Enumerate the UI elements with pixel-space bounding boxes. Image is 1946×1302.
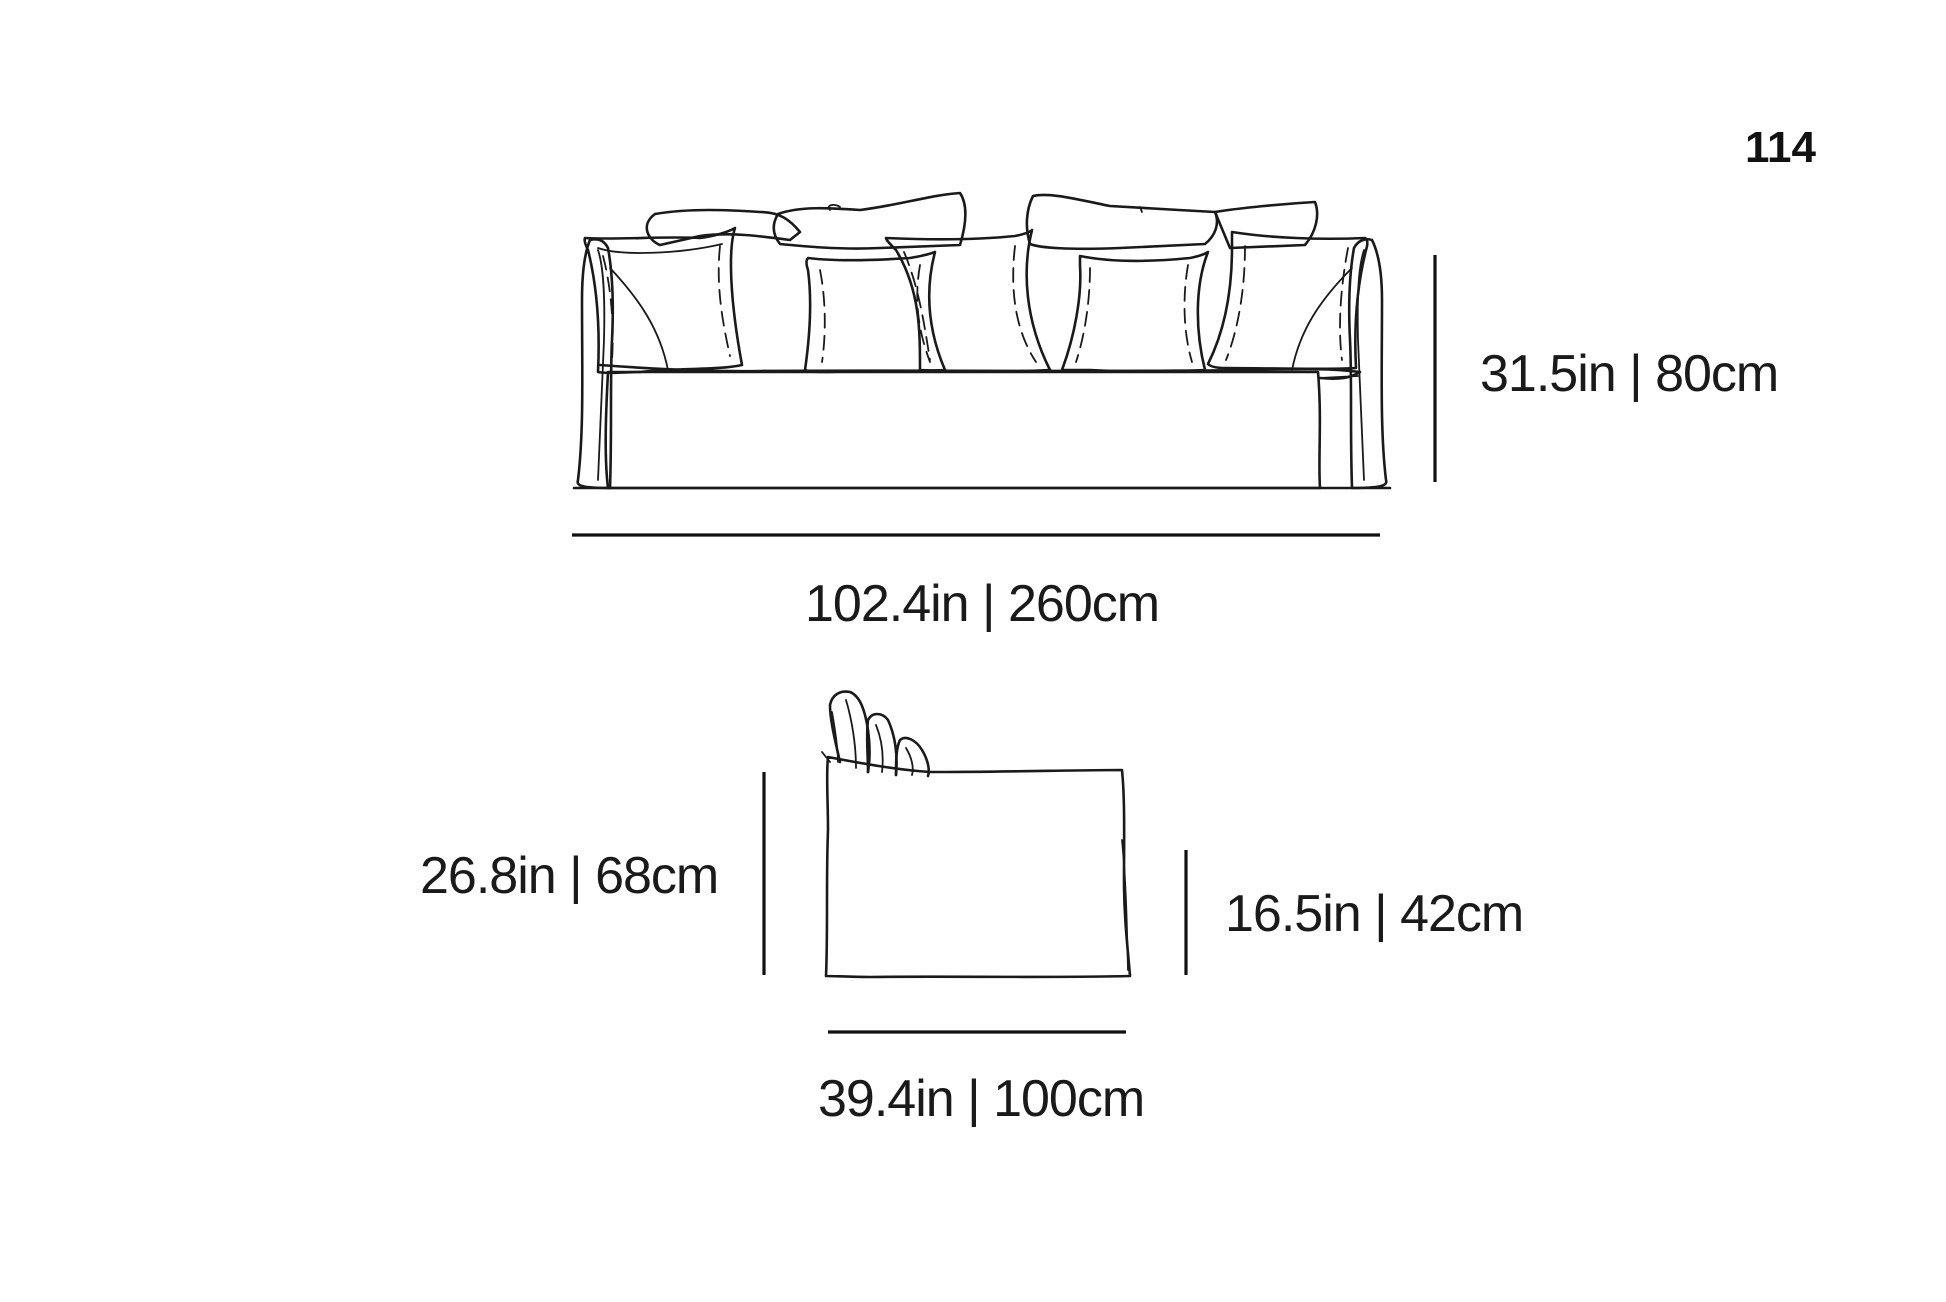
page-number: 114	[1745, 123, 1816, 172]
side-total-height-label: 26.8in | 68cm	[420, 847, 719, 905]
side-depth-label: 39.4in | 100cm	[818, 1070, 1145, 1128]
side-seat-height-label: 16.5in | 42cm	[1225, 885, 1524, 943]
front-cushions	[583, 226, 1369, 375]
back-cushions	[645, 191, 1319, 251]
sofa-front-view	[572, 191, 1392, 490]
front-height-label: 31.5in | 80cm	[1480, 345, 1779, 403]
sofa-base	[572, 237, 1392, 490]
sofa-side-view	[821, 690, 1132, 979]
front-width-label: 102.4in | 260cm	[805, 575, 1160, 633]
